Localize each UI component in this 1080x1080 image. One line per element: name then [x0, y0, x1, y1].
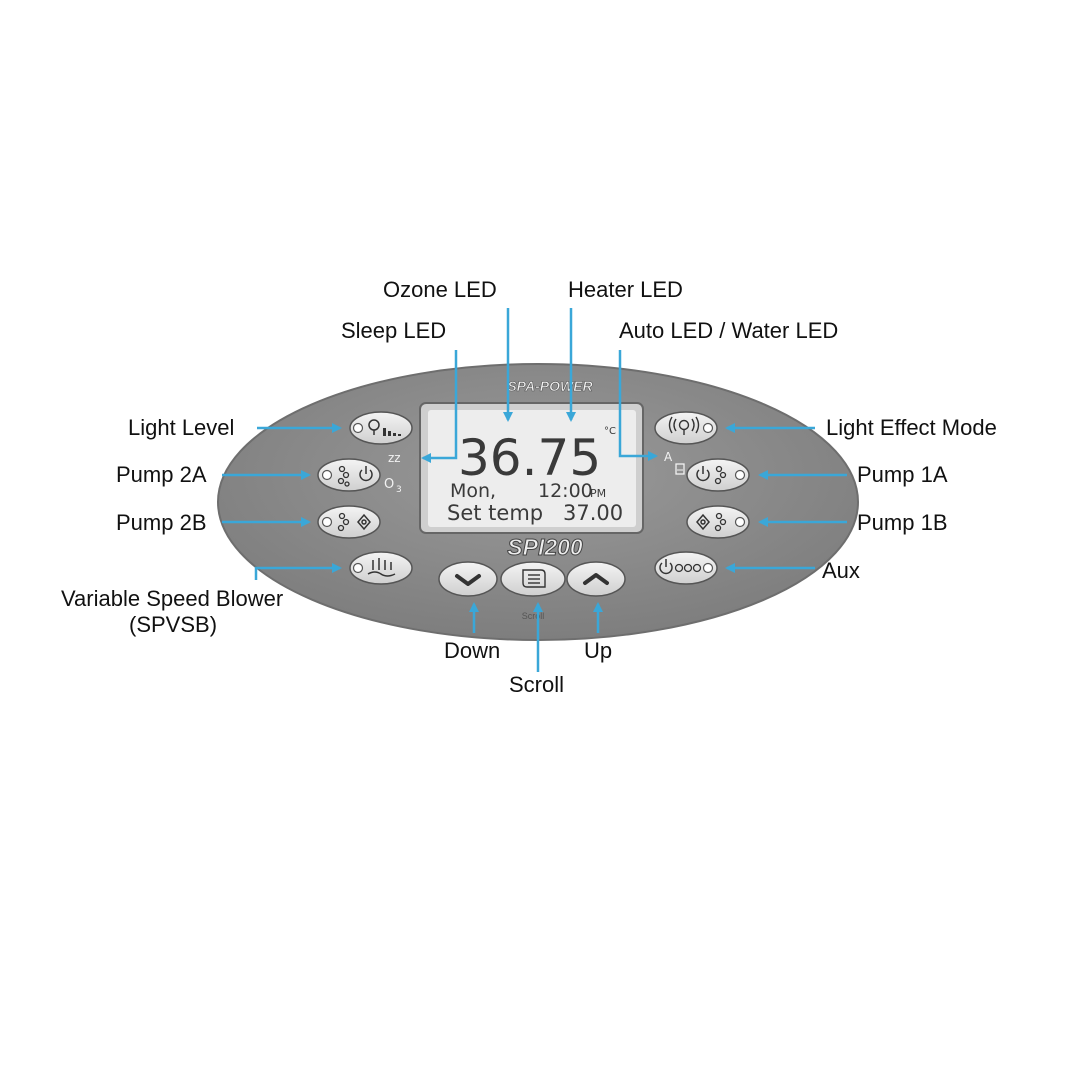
set-temp-label: Set temp — [447, 501, 543, 525]
scroll-label: Scroll — [509, 672, 565, 697]
ampm-readout: PM — [590, 487, 606, 500]
lcd-screen — [428, 410, 636, 527]
brand-logo: SPA-POWER — [507, 378, 593, 394]
jets-icon — [337, 465, 350, 487]
chevron-up-icon — [583, 573, 609, 585]
jets-icon — [714, 512, 727, 532]
callout-arrows — [222, 308, 847, 672]
sleep-indicator: zz — [388, 451, 401, 465]
sleep-led-arrow — [421, 350, 458, 463]
down-button[interactable] — [438, 561, 498, 597]
bulb-effect-icon — [668, 416, 700, 435]
blower-button[interactable] — [349, 551, 413, 585]
pump-1a-label: Pump 1A — [857, 462, 948, 487]
aux-dots-icon — [674, 563, 702, 573]
bubbles-icon — [367, 558, 396, 577]
up-label: Up — [584, 638, 613, 663]
time-readout: 12:00 — [538, 480, 593, 502]
auto-led-arrow — [618, 350, 658, 461]
light-level-button[interactable] — [349, 411, 413, 445]
up-button[interactable] — [566, 561, 626, 597]
svg-text:O: O — [384, 477, 394, 492]
bulb-icon — [368, 419, 380, 435]
speed-icon — [357, 513, 371, 531]
blower-label-line2: (SPVSB) — [129, 612, 218, 637]
light-effect-mode-label: Light Effect Mode — [826, 415, 997, 440]
set-temp-value: 37.00 — [563, 501, 623, 525]
heater-led-label: Heater LED — [568, 277, 683, 302]
jets-icon — [714, 465, 727, 485]
pump-2b-label: Pump 2B — [116, 510, 207, 535]
temperature-readout: 36.75 — [458, 429, 601, 487]
temperature-unit: °C — [604, 426, 616, 437]
power-icon — [359, 466, 373, 482]
aux-label: Aux — [822, 558, 860, 583]
pump-1b-button[interactable] — [686, 505, 750, 539]
scroll-button[interactable] — [500, 561, 566, 597]
ozone-indicator: O 3 — [384, 477, 402, 495]
pump-1b-label: Pump 1B — [857, 510, 948, 535]
aux-button[interactable] — [654, 551, 718, 585]
scroll-caption: Scroll — [522, 611, 545, 621]
blower-label-line1: Variable Speed Blower — [61, 586, 284, 611]
pump-1a-button[interactable] — [686, 458, 750, 492]
light-level-label: Light Level — [128, 415, 235, 440]
chevron-down-icon — [455, 574, 481, 586]
power-icon — [696, 466, 710, 482]
speed-icon — [696, 513, 710, 531]
blower-arrow — [254, 563, 342, 580]
pump-2a-label: Pump 2A — [116, 462, 207, 487]
auto-indicator: A — [664, 450, 673, 464]
day-readout: Mon, — [450, 480, 496, 502]
scroll-icon — [522, 569, 546, 588]
power-icon — [659, 559, 673, 575]
water-icon — [675, 463, 685, 475]
auto-water-led-label: Auto LED / Water LED — [619, 318, 839, 343]
down-label: Down — [444, 638, 501, 663]
model-logo: SPI200 — [507, 534, 583, 560]
light-effect-mode-button[interactable] — [654, 411, 718, 445]
sleep-led-label: Sleep LED — [341, 318, 447, 343]
jets-icon — [337, 512, 350, 532]
level-bars-icon — [383, 428, 401, 436]
ozone-led-label: Ozone LED — [383, 277, 497, 302]
pump-2a-button[interactable] — [317, 458, 381, 492]
pump-2b-button[interactable] — [317, 505, 381, 539]
svg-text:3: 3 — [396, 485, 402, 495]
